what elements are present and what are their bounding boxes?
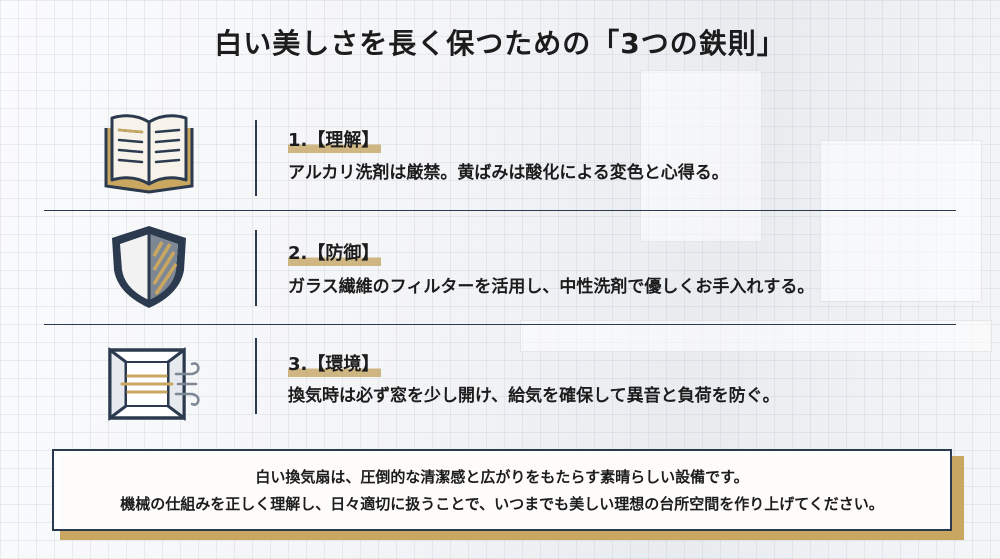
background-cabinet	[640, 70, 762, 242]
open-book-icon	[92, 108, 206, 198]
rule-2-divider	[255, 230, 257, 306]
open-window-airflow-icon	[92, 336, 206, 426]
summary-box: 白い換気扇は、圧倒的な清潔感と広がりをもたらす素晴らしい設備です。 機械の仕組み…	[52, 449, 952, 531]
background-panel	[820, 140, 982, 302]
rule-3-text: 換気時は必ず窓を少し開け、給気を確保して異音と負荷を防ぐ。	[288, 386, 780, 406]
page-title: 白い美しさを長く保つための「3つの鉄則」	[214, 27, 786, 60]
rule-1-divider	[255, 120, 257, 196]
rule-3-heading: 3.【環境】	[288, 350, 382, 377]
row-divider-1	[44, 210, 956, 211]
shield-icon	[92, 222, 206, 312]
row-divider-2	[44, 324, 956, 325]
rule-3-divider	[255, 338, 257, 414]
background-counter	[520, 320, 992, 352]
rule-1-heading: 1.【理解】	[288, 126, 382, 153]
summary-line-1: 白い換気扇は、圧倒的な清潔感と広がりをもたらす素晴らしい設備です。	[255, 468, 749, 486]
summary-line-2: 機械の仕組みを正しく理解し、日々適切に扱うことで、いつまでも美しい理想の台所空間…	[120, 495, 884, 513]
rule-2-text: ガラス繊維のフィルターを活用し、中性洗剤で優しくお手入れする。	[288, 277, 815, 297]
rule-1-text: アルカリ洗剤は厳禁。黄ばみは酸化による変色と心得る。	[288, 163, 729, 183]
rule-2-heading: 2.【防御】	[288, 239, 382, 266]
